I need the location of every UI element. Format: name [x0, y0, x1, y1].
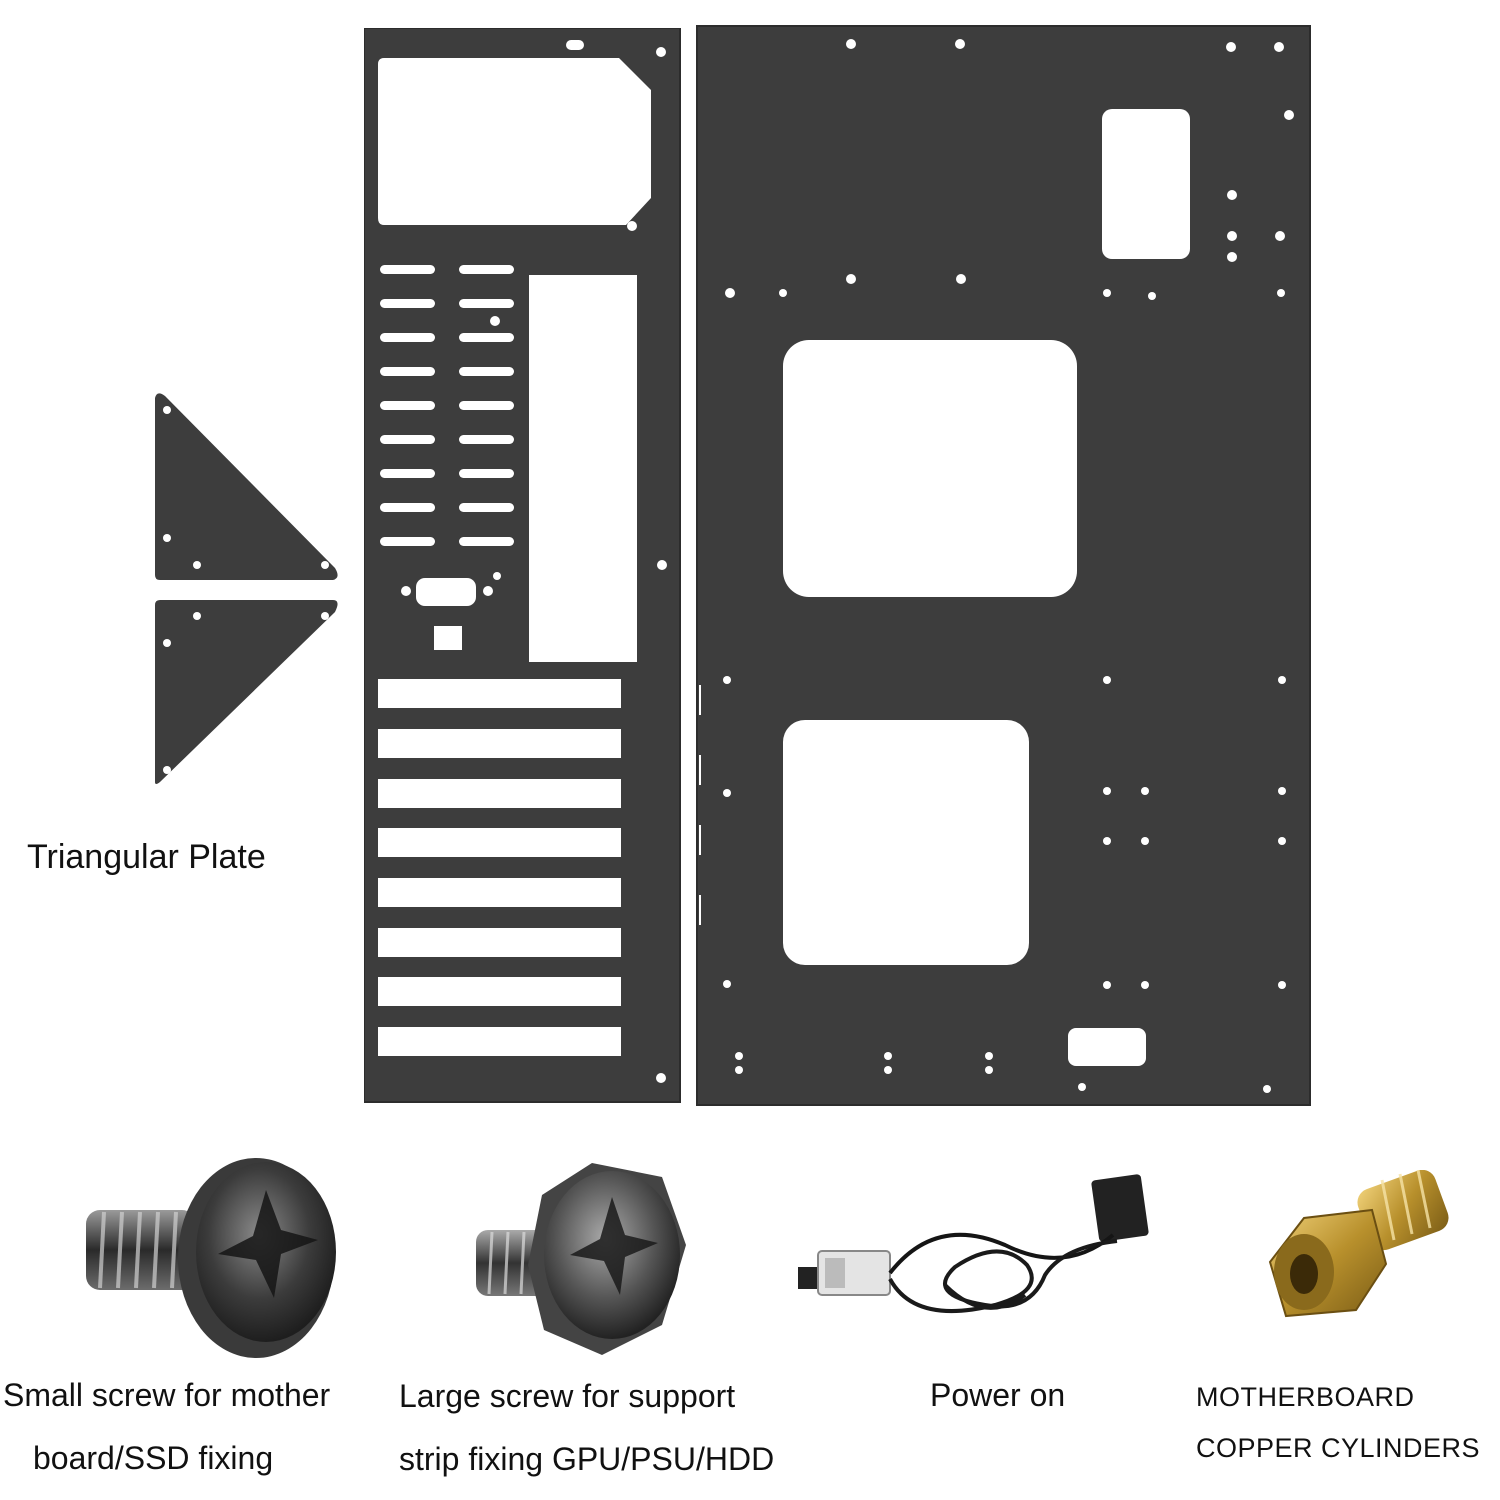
- triangular-plate-label: Triangular Plate: [27, 838, 266, 876]
- power-on-caption: Power on: [930, 1377, 1066, 1413]
- motherboard-tray-icon: [696, 25, 1311, 1106]
- power-switch-cable-icon: [798, 1174, 1149, 1313]
- copper-cylinders-caption-line1: MOTHERBOARD: [1196, 1382, 1415, 1412]
- io-rear-panel-icon: [364, 28, 681, 1103]
- large-screw-icon: [476, 1163, 686, 1355]
- large-screw-caption-line1: Large screw for support: [399, 1378, 736, 1414]
- triangular-plates-icon: [155, 393, 338, 784]
- small-screw-icon: [86, 1158, 336, 1358]
- small-screw-caption-line1: Small screw for mother: [3, 1377, 331, 1413]
- small-screw-caption-line2: board/SSD fixing: [33, 1440, 274, 1476]
- copper-cylinders-caption-line2: COPPER CYLINDERS: [1196, 1433, 1481, 1463]
- brass-standoff-icon: [1268, 1170, 1449, 1318]
- large-screw-caption-line2: strip fixing GPU/PSU/HDD: [399, 1441, 775, 1477]
